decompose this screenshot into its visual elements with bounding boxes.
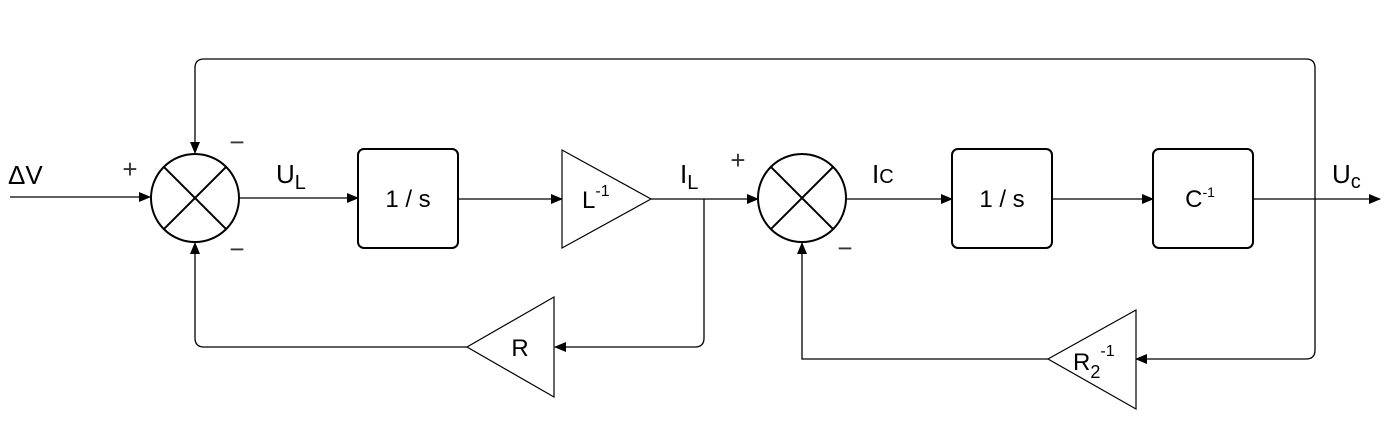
uc-label: Uc [1332,159,1361,193]
summing-junction-2 [757,153,847,243]
summing-junction-1 [150,153,240,243]
r-to-j1-wire [190,242,467,348]
j2-bottom-minus-sign: − [837,233,852,263]
top-feedback-wire [190,58,1316,199]
integrator-block-2: 1 / s [951,148,1053,249]
input-label: ΔV [8,160,43,190]
integrator-2-label: 1 / s [979,186,1024,213]
gain-r-triangle: R [465,295,555,399]
uc-to-r2-wire [1135,199,1316,364]
gain-r2-label: R2-1 [1073,343,1115,382]
gain-c-label: C-1 [1185,184,1215,213]
gain-r2-triangle: R2-1 [1046,308,1137,411]
r2-to-j2-wire [797,242,1048,360]
gain-l-label: L-1 [582,183,610,214]
il-to-r-wire [554,199,705,352]
j1-top-minus-sign: − [229,127,244,157]
j1-bottom-minus-sign: − [229,234,244,264]
j1-plus-sign: + [122,154,137,184]
integrator-block-1: 1 / s [357,148,459,249]
j2-plus-sign: + [730,145,745,175]
gain-r-label: R [511,335,528,362]
ic-label: IC [872,159,894,189]
integrator-1-label: 1 / s [385,186,430,213]
gain-c-block: C-1 [1152,148,1254,249]
il-label: IL [680,159,698,194]
ul-label: UL [276,159,306,194]
gain-l-triangle: L-1 [561,148,653,250]
